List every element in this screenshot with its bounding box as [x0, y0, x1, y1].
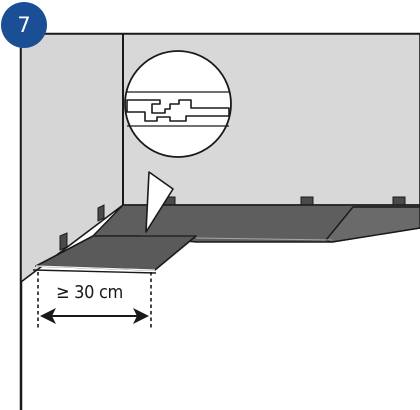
spacer-wedge-icon [59, 232, 68, 251]
spacer-wedge-icon [392, 196, 406, 206]
dimension-guides [37, 272, 152, 330]
minimum-distance-label: ≥ 30 cm [56, 282, 124, 303]
plank-edge [195, 237, 333, 241]
spacer-wedges-left [59, 204, 105, 251]
click-joint-profile [126, 99, 230, 122]
floor-plank-right-angled [325, 206, 420, 243]
spacer-wedge-icon [97, 204, 105, 222]
double-headed-arrow-icon [40, 308, 149, 324]
step-number: 7 [17, 12, 31, 37]
step-number-badge: 7 [1, 2, 47, 48]
floor-planks [32, 204, 420, 274]
expansion-gap-line [32, 269, 157, 274]
spacer-wedge-icon [300, 196, 314, 206]
magnified-detail-icon [124, 50, 232, 158]
plank-edge [35, 265, 156, 271]
magnifier-pointer [145, 171, 174, 233]
